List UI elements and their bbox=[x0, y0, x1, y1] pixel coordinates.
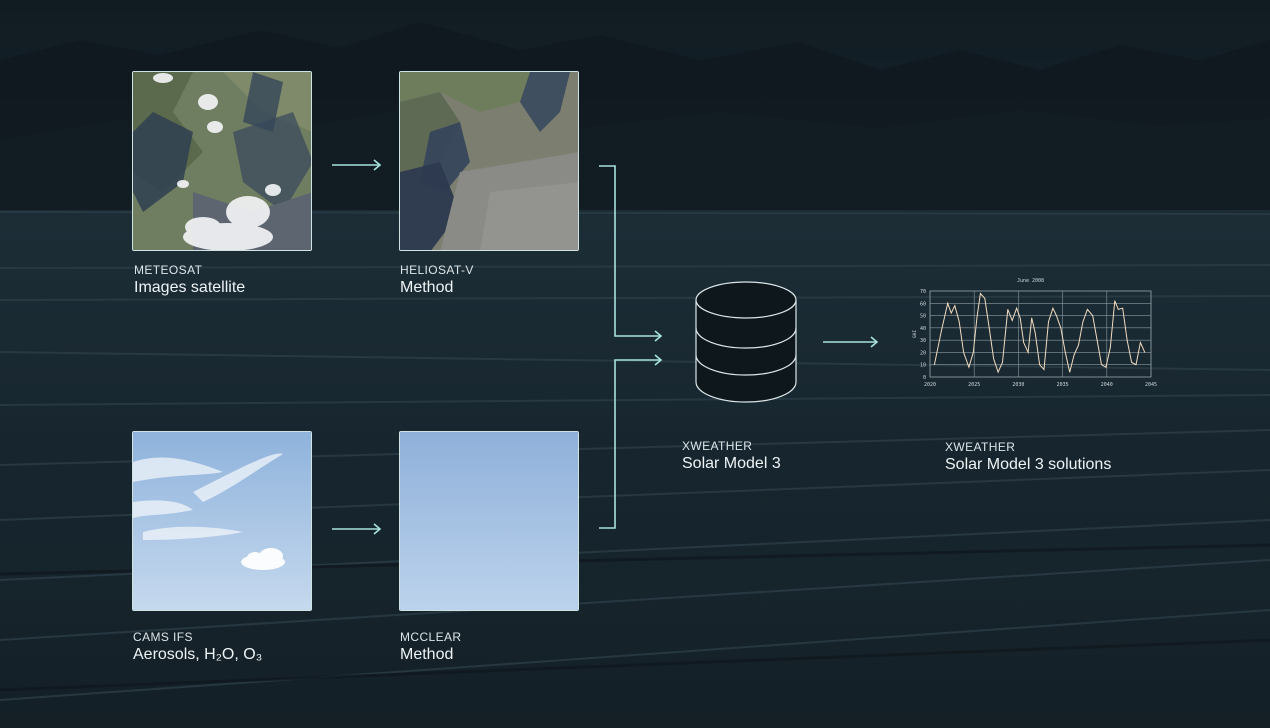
chart-point bbox=[1031, 317, 1033, 319]
database-icon bbox=[695, 281, 797, 403]
mcclear-caption: MCCLEAR Method bbox=[400, 630, 461, 664]
chart-point bbox=[1023, 342, 1025, 343]
chart-point bbox=[1007, 309, 1009, 310]
chart-point bbox=[1131, 361, 1132, 363]
chart-point bbox=[963, 352, 964, 353]
connector-heliosat-to-model bbox=[599, 165, 663, 342]
heliosat-source: HELIOSAT-V bbox=[400, 263, 474, 277]
heliosat-image bbox=[399, 71, 579, 251]
chart-y-tick-label: 40 bbox=[920, 326, 926, 332]
meteosat-image bbox=[132, 71, 312, 251]
chart-point bbox=[950, 312, 952, 314]
chart-title: June 2008 bbox=[1017, 278, 1044, 284]
chart-y-tick-label: 0 bbox=[923, 375, 926, 381]
model-source: XWEATHER bbox=[682, 439, 753, 453]
mcclear-source: MCCLEAR bbox=[400, 630, 462, 644]
chart-x-tick-label: 2025 bbox=[968, 382, 980, 388]
meteosat-source: METEOSAT bbox=[134, 263, 203, 277]
mountain-silhouette bbox=[0, 22, 1270, 210]
chart-y-tick-label: 60 bbox=[920, 301, 926, 307]
chart-point bbox=[1069, 371, 1071, 373]
chart-point bbox=[1109, 347, 1111, 348]
chart-y-tick-label: 30 bbox=[920, 338, 926, 344]
meteosat-caption: METEOSAT Images satellite bbox=[134, 263, 245, 297]
chart-point bbox=[1092, 315, 1094, 316]
chart-point bbox=[1056, 315, 1057, 316]
arrow-meteosat-to-heliosat bbox=[332, 159, 382, 171]
chart-point bbox=[934, 364, 935, 366]
chart-point bbox=[1082, 321, 1084, 323]
chart-point bbox=[1016, 307, 1017, 309]
chart-point bbox=[1034, 332, 1036, 334]
chart-point bbox=[1126, 339, 1128, 341]
chart-point bbox=[993, 358, 994, 359]
model-label: Solar Model 3 bbox=[682, 455, 781, 472]
cams-caption: CAMS IFS Aerosols, H₂O, O₃ bbox=[133, 630, 262, 664]
chart-point bbox=[988, 327, 990, 329]
chart-point bbox=[1039, 364, 1040, 366]
cams-sky-image bbox=[132, 431, 312, 611]
chart-point bbox=[1144, 352, 1146, 353]
chart-point bbox=[1002, 361, 1003, 363]
chart-point bbox=[1087, 309, 1088, 310]
mcclear-label: Method bbox=[400, 646, 454, 663]
chart-point bbox=[1140, 342, 1141, 343]
connector-mcclear-to-model bbox=[599, 354, 663, 529]
chart-y-tick-label: 70 bbox=[920, 289, 926, 295]
arrow-model-to-solutions bbox=[823, 336, 879, 348]
heliosat-label: Method bbox=[400, 279, 454, 296]
chart-point bbox=[947, 302, 949, 304]
chart-point bbox=[1105, 366, 1107, 368]
mcclear-sky-image bbox=[399, 431, 579, 611]
cams-label: Aerosols, H₂O, O₃ bbox=[133, 646, 263, 663]
chart-point bbox=[972, 352, 974, 353]
solutions-source: XWEATHER bbox=[945, 440, 1016, 454]
chart-point bbox=[1011, 320, 1013, 321]
chart-y-axis-label: GHI bbox=[912, 330, 918, 338]
chart-point bbox=[954, 305, 956, 307]
chart-point bbox=[1101, 364, 1102, 366]
chart-point bbox=[1114, 300, 1116, 302]
chart-point bbox=[1043, 369, 1045, 370]
chart-x-tick-label: 2030 bbox=[1012, 382, 1024, 388]
arrow-cams-to-mcclear bbox=[332, 523, 382, 535]
chart-y-tick-label: 50 bbox=[920, 314, 926, 320]
chart-y-tick-label: 20 bbox=[920, 350, 926, 356]
chart-point bbox=[941, 329, 942, 331]
chart-x-tick-label: 2040 bbox=[1101, 382, 1113, 388]
chart-y-tick-label: 10 bbox=[920, 363, 926, 369]
chart-point bbox=[984, 298, 986, 299]
chart-point bbox=[1096, 339, 1098, 341]
chart-point bbox=[1060, 327, 1062, 329]
chart-point bbox=[1073, 354, 1075, 356]
chart-point bbox=[997, 371, 999, 373]
chart-point bbox=[1019, 317, 1021, 319]
heliosat-caption: HELIOSAT-V Method bbox=[400, 263, 474, 297]
chart-point bbox=[976, 317, 978, 319]
chart-series-line bbox=[933, 292, 1146, 374]
chart-point bbox=[968, 366, 970, 368]
cams-source: CAMS IFS bbox=[133, 630, 193, 644]
chart-point bbox=[980, 293, 981, 294]
solutions-caption: XWEATHER Solar Model 3 solutions bbox=[945, 440, 1111, 474]
model-caption: XWEATHER Solar Model 3 bbox=[682, 439, 781, 473]
solutions-label: Solar Model 3 solutions bbox=[945, 456, 1112, 473]
chart-point bbox=[958, 321, 960, 323]
chart-point bbox=[1027, 352, 1029, 353]
chart-point bbox=[1052, 307, 1054, 309]
chart-point bbox=[1122, 307, 1124, 309]
chart-x-tick-label: 2035 bbox=[1057, 382, 1069, 388]
meteosat-label: Images satellite bbox=[134, 279, 246, 296]
chart-point bbox=[1048, 321, 1049, 323]
chart-point bbox=[1117, 309, 1119, 310]
chart-frame bbox=[929, 290, 1152, 378]
chart-point bbox=[1064, 352, 1066, 353]
chart-point bbox=[1135, 364, 1137, 366]
chart-point bbox=[1078, 344, 1079, 346]
chart-x-tick-label: 2045 bbox=[1145, 382, 1157, 388]
chart-x-tick-label: 2020 bbox=[924, 382, 936, 388]
